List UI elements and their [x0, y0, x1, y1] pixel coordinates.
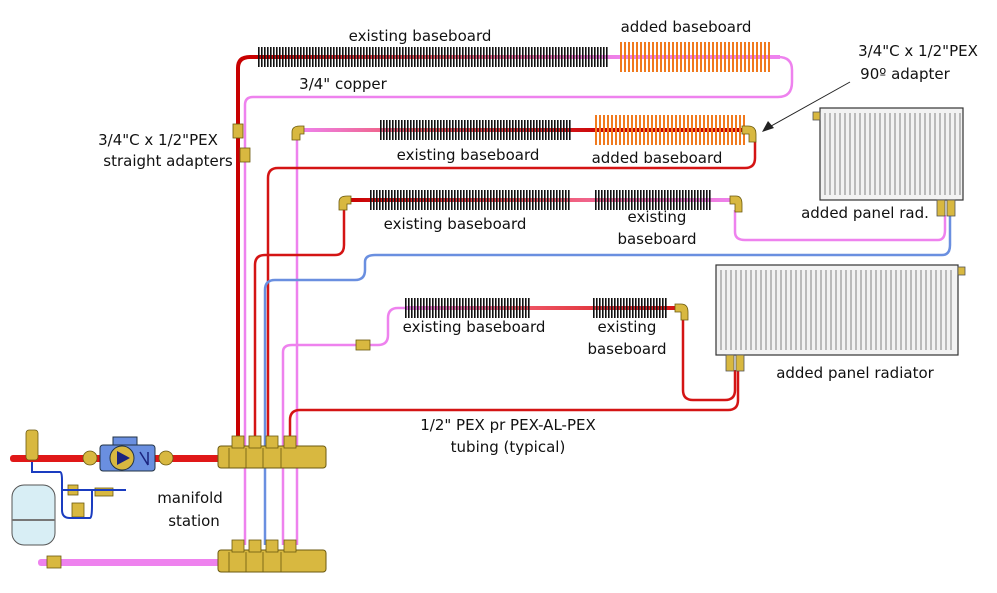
ball-valve	[82, 450, 98, 466]
straight-adapter	[232, 123, 244, 139]
straight-adapter	[355, 339, 371, 351]
fittings	[232, 123, 757, 351]
straight-adapter-label-line2: straight adapters	[103, 152, 233, 170]
panel-rad-label: added panel rad.	[801, 204, 929, 222]
copper-label: 3/4" copper	[299, 75, 388, 93]
row4-baseboard-pipe	[405, 306, 680, 310]
manifold-label-line1: manifold	[157, 489, 223, 507]
supply-manifold	[217, 435, 327, 469]
cold-water-feed-pipe	[31, 462, 126, 519]
row2-added-baseboard	[595, 115, 745, 145]
elbow-adapter	[674, 303, 689, 321]
elbow-adapter	[338, 195, 352, 211]
straight-adapter-label-line1: 3/4"C x 1/2"PEX	[98, 131, 218, 149]
tubing-label-line1: 1/2" PEX pr PEX-AL-PEX	[420, 416, 596, 434]
row4-return-riser	[370, 306, 405, 347]
row4-existing2-label-line2: baseboard	[587, 340, 666, 358]
air-separator	[25, 429, 39, 461]
pressure-reducing-valve	[71, 502, 85, 518]
tubing-label-line2: tubing (typical)	[451, 438, 566, 456]
row1-added-baseboard	[620, 42, 770, 72]
row3-supply-pipe	[253, 210, 346, 440]
tubing	[243, 55, 952, 545]
adapter90-label-line1: 3/4"C x 1/2"PEX	[858, 42, 978, 60]
row4-existing-baseboard	[405, 298, 530, 318]
row2-existing-label: existing baseboard	[397, 146, 540, 164]
radiator-supply-pipe	[288, 370, 740, 440]
row4-supply-pipe	[681, 318, 737, 402]
row3-return-pipe	[733, 210, 947, 242]
baseboard-fins	[258, 42, 770, 318]
row4-existing-label: existing baseboard	[403, 318, 546, 336]
circulator-pump	[99, 436, 156, 472]
arrow-head-icon	[762, 121, 774, 132]
manifold-label-line2: station	[168, 512, 220, 530]
purge-valve	[46, 555, 62, 569]
row1-existing-label: existing baseboard	[349, 27, 492, 45]
row3-baseboard-pipe	[348, 198, 733, 202]
elbow-adapter	[291, 125, 305, 141]
elbow-90-adapter	[741, 125, 757, 143]
adapter-pointer-arrow	[763, 81, 851, 131]
backflow-preventer	[94, 487, 114, 497]
row3-existing-baseboard	[370, 190, 570, 210]
row1-supply-copper	[236, 55, 258, 440]
ball-valve	[158, 450, 174, 466]
elbow-adapter	[729, 195, 743, 213]
row1-existing-baseboard	[258, 47, 608, 67]
row2-supply-pipe	[266, 142, 757, 440]
return-main-pipe	[38, 559, 224, 566]
straight-adapter	[239, 147, 251, 163]
panel-radiator-small	[812, 107, 964, 217]
row3-cool-return-pipe	[263, 215, 952, 545]
row4-return-pipe	[281, 343, 360, 545]
row3-existing-baseboard-2	[595, 190, 711, 210]
row3-existing-label: existing baseboard	[384, 215, 527, 233]
panel-radiator-label: added panel radiator	[776, 364, 934, 382]
row4-existing2-label-line1: existing	[598, 318, 657, 336]
row1-return-pipe	[243, 55, 794, 545]
row4-existing-baseboard-2	[593, 298, 667, 318]
panel-radiator-large	[715, 264, 966, 372]
row1-added-label: added baseboard	[621, 18, 752, 36]
return-manifold	[217, 539, 327, 573]
adapter90-label-line2: 90º adapter	[860, 65, 950, 83]
expansion-tank	[11, 484, 56, 546]
row3-existing2-label-line2: baseboard	[617, 230, 696, 248]
row2-existing-baseboard	[380, 120, 571, 140]
row3-existing2-label-line1: existing	[628, 208, 687, 226]
row2-added-label: added baseboard	[592, 149, 723, 167]
